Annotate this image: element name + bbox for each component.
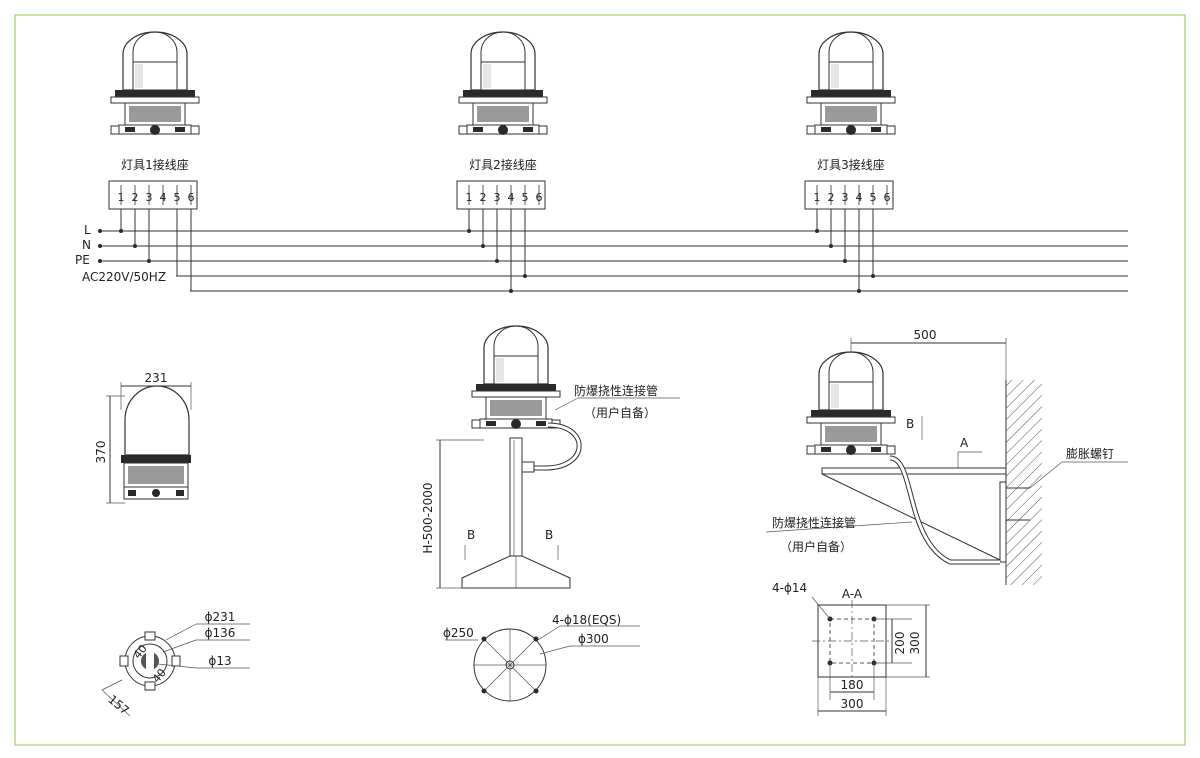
lamp-1-icon — [110, 31, 200, 136]
bus-terminals — [98, 229, 102, 263]
wiring-diagram: 灯具1接线座 灯具2接线座 灯具3接线座 1 2 3 4 5 6 1 2 3 4… — [75, 31, 1128, 293]
bus-labels: L N PE AC220V/50HZ — [75, 223, 166, 284]
base-diameter-250: ϕ250 — [443, 626, 474, 640]
pole-base-plan: 4-ϕ18(EQS) ϕ300 ϕ250 — [443, 613, 640, 702]
top-diameter-231: ϕ231 — [205, 610, 236, 624]
terminal-number: 3 — [146, 191, 153, 204]
lamp-top-view: ϕ231 ϕ136 ϕ13 157 40 40 — [101, 610, 250, 718]
terminal-number: 2 — [828, 191, 835, 204]
frame — [14, 14, 1186, 746]
pole-section-b-left: B — [467, 528, 475, 542]
terminal-number: 2 — [480, 191, 487, 204]
terminal-numbers-2: 1 2 3 4 5 6 — [466, 191, 543, 204]
terminal-number: 5 — [522, 191, 529, 204]
terminal-number: 4 — [508, 191, 515, 204]
plate-holes-label: 4-ϕ14 — [772, 581, 807, 595]
junction-dots — [119, 229, 875, 293]
terminal-numbers-3: 1 2 3 4 5 6 — [814, 191, 891, 204]
lamp-2-icon — [458, 31, 548, 136]
front-height-label: 370 — [94, 441, 108, 464]
plate-dim-200: 200 — [893, 632, 907, 655]
pole-conduit-label: 防爆挠性连接管 — [574, 383, 658, 398]
base-holes-label: 4-ϕ18(EQS) — [552, 613, 621, 627]
terminal-number: 5 — [174, 191, 181, 204]
lamp-front-view: 231 370 — [94, 371, 192, 504]
wall-lamp-icon — [806, 351, 896, 456]
terminal-number: 6 — [188, 191, 195, 204]
terminal-number: 3 — [842, 191, 849, 204]
pole-lamp-icon — [471, 325, 561, 430]
wall-section-a: A — [960, 436, 969, 450]
terminal-number: 4 — [856, 191, 863, 204]
wall-conduit-note: （用户自备） — [780, 539, 852, 554]
bus-label-ac: AC220V/50HZ — [82, 270, 166, 284]
terminal-number: 6 — [884, 191, 891, 204]
terminal-number: 1 — [814, 191, 821, 204]
pole-conduit-note: （用户自备） — [584, 405, 656, 420]
wall-arm-length: 500 — [914, 328, 937, 342]
bus-label-n: N — [82, 238, 91, 252]
terminal-number: 3 — [494, 191, 501, 204]
terminal-number: 2 — [132, 191, 139, 204]
drop-wires — [120, 209, 874, 291]
wall-mount-view: 500 B A 膨胀螺钉 防爆挠性连接管 （用户自备） — [765, 328, 1128, 585]
terminal-number: 4 — [160, 191, 167, 204]
terminal-numbers-1: 1 2 3 4 5 6 — [118, 191, 195, 204]
fixture-2-label: 灯具2接线座 — [469, 157, 537, 172]
plate-dim-180: 180 — [841, 678, 864, 692]
lamp-3-icon — [806, 31, 896, 136]
bus-lines — [100, 230, 1128, 292]
terminal-number: 5 — [870, 191, 877, 204]
pole-section-b-right: B — [545, 528, 553, 542]
pole-mount-view: 防爆挠性连接管 （用户自备） H-500-2000 B B — [421, 325, 680, 589]
plate-dim-300-horizontal: 300 — [841, 697, 864, 711]
bus-label-pe: PE — [75, 253, 90, 267]
top-diameter-136: ϕ136 — [205, 626, 236, 640]
terminal-number: 6 — [536, 191, 543, 204]
plate-dim-300-vertical: 300 — [908, 632, 922, 655]
front-width-label: 231 — [145, 371, 168, 385]
plate-section-title: A-A — [842, 587, 863, 601]
bus-label-l: L — [84, 223, 91, 237]
terminal-number: 1 — [466, 191, 473, 204]
base-diameter-300: ϕ300 — [578, 632, 609, 646]
top-diameter-13: ϕ13 — [208, 654, 231, 668]
wall-section-b: B — [906, 417, 914, 431]
fixture-1-label: 灯具1接线座 — [121, 157, 189, 172]
fixture-3-label: 灯具3接线座 — [817, 157, 885, 172]
pole-height-label: H-500-2000 — [421, 482, 435, 553]
terminal-number: 1 — [118, 191, 125, 204]
plate-section-aa: 4-ϕ14 A-A 200 300 180 300 — [772, 581, 930, 716]
wall-conduit-label: 防爆挠性连接管 — [772, 515, 856, 530]
expansion-bolt-label: 膨胀螺钉 — [1066, 447, 1114, 461]
